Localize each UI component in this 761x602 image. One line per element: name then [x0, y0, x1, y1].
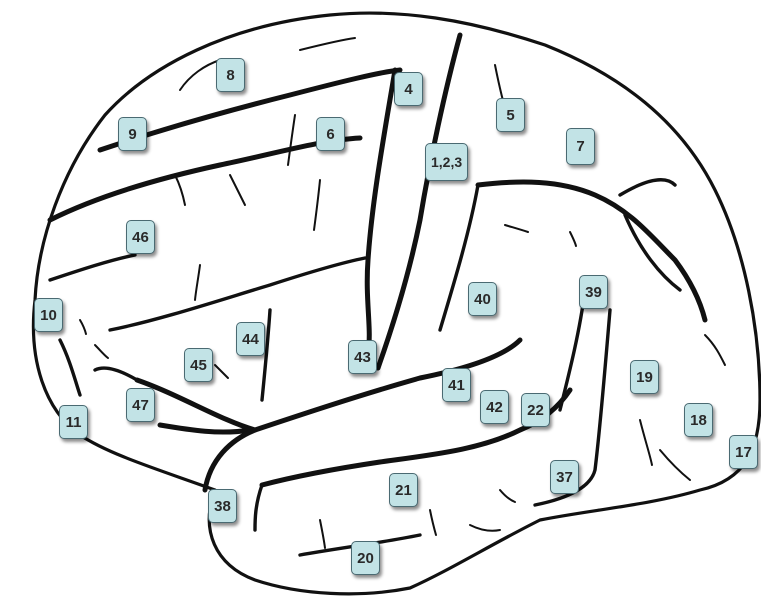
area-label-42: 42 — [480, 390, 509, 424]
area-label-6: 6 — [316, 117, 345, 151]
area-label-44: 44 — [236, 322, 265, 356]
area-label-38: 38 — [208, 489, 237, 523]
area-label-43: 43 — [348, 340, 377, 374]
area-label-9: 9 — [118, 117, 147, 151]
area-label-11: 11 — [59, 405, 88, 439]
area-label-7: 7 — [566, 128, 595, 165]
area-label-45: 45 — [184, 348, 213, 382]
area-label-20: 20 — [351, 541, 380, 575]
area-label-10: 10 — [34, 298, 63, 332]
area-label-39: 39 — [579, 275, 608, 309]
area-label-4: 4 — [394, 72, 423, 106]
area-label-8: 8 — [216, 58, 245, 92]
area-label-22: 22 — [521, 393, 550, 427]
area-label-47: 47 — [126, 388, 155, 422]
area-label-17: 17 — [729, 435, 758, 469]
area-label-21: 21 — [389, 473, 418, 507]
area-label-46: 46 — [126, 220, 155, 254]
area-label-37: 37 — [550, 460, 579, 494]
area-label-40: 40 — [468, 282, 497, 316]
area-label-41: 41 — [442, 368, 471, 402]
area-label-5: 5 — [496, 98, 525, 132]
area-label-18: 18 — [684, 403, 713, 437]
area-label-19: 19 — [630, 360, 659, 394]
area-label-1-2-3: 1,2,3 — [425, 143, 468, 181]
